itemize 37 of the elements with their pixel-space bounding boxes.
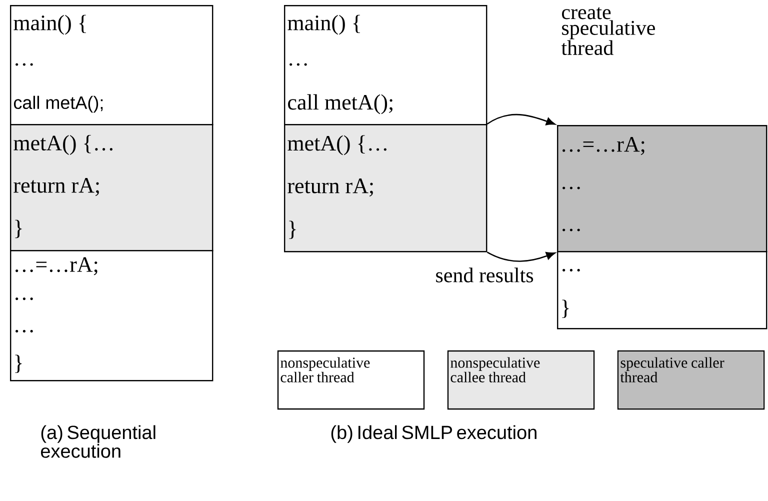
code-line: metA() {… [14, 135, 112, 155]
code-line: … [562, 228, 580, 232]
legend-item: nonspeculative caller thread [277, 350, 425, 410]
code-line: …=…rA; [16, 257, 98, 276]
code-block [10, 250, 214, 382]
code-line: return rA; [14, 178, 99, 196]
curved-arrow [486, 252, 556, 262]
code-line: } [15, 220, 22, 238]
code-line: main() { [14, 14, 86, 35]
edge-label: create speculative thread [561, 7, 655, 56]
code-line: … [290, 63, 307, 66]
code-block [557, 125, 768, 252]
code-line: … [16, 298, 33, 300]
code-line: … [16, 63, 33, 66]
code-line: } [289, 220, 296, 239]
code-block [557, 251, 768, 330]
code-block [284, 5, 488, 126]
code-block [10, 124, 214, 252]
caption: (b) Ideal SMLP execution [331, 425, 536, 443]
code-line: } [562, 300, 569, 318]
code-line: return rA; [288, 178, 373, 196]
code-line: … [562, 268, 580, 272]
legend-item: speculative caller thread [617, 350, 765, 410]
code-line: main() { [288, 14, 360, 35]
code-block [284, 124, 488, 252]
caption: (a) Sequential execution [41, 425, 156, 458]
edge-label: send results [436, 268, 534, 282]
code-block [10, 5, 214, 126]
code-line: … [16, 330, 33, 332]
code-line: … [562, 186, 580, 190]
code-line: …=…rA; [562, 137, 644, 155]
code-line: call metA(); [14, 96, 103, 113]
curved-arrow [486, 114, 556, 126]
code-line: call metA(); [288, 94, 392, 114]
code-line: metA() {… [288, 135, 386, 156]
code-line: } [15, 354, 22, 373]
legend-item: nonspeculative callee thread [447, 350, 595, 410]
